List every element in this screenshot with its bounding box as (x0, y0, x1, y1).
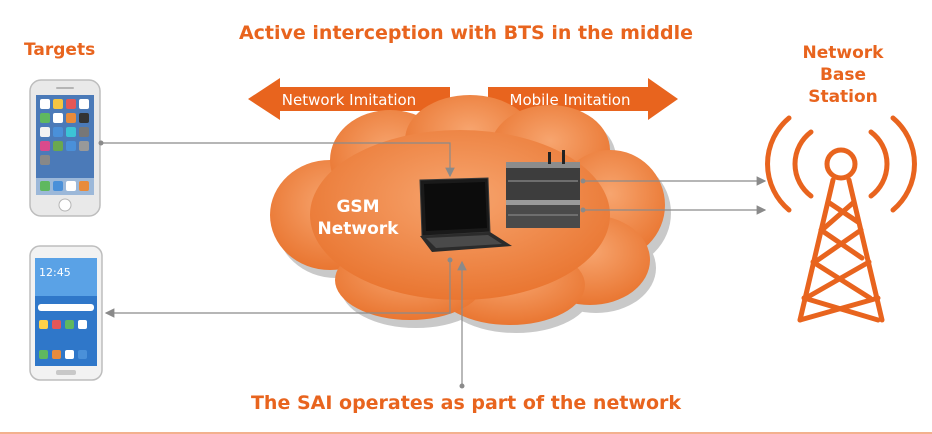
phone-time: 12:45 (39, 266, 71, 279)
connector-device-to-bts-lower (580, 205, 767, 215)
nbs-line-1: Network (802, 43, 884, 63)
connector-iphone-to-laptop (98, 140, 455, 178)
iphone-icon (29, 79, 101, 217)
cloud-line-1: GSM (336, 197, 379, 217)
network-imitation-arrow: Network Imitation (248, 78, 450, 120)
connector-laptop-to-android (104, 257, 453, 318)
sai-footer-label: The SAI operates as part of the network (250, 392, 682, 414)
network-imitation-label: Network Imitation (282, 91, 416, 109)
mobile-imitation-label: Mobile Imitation (510, 91, 631, 109)
android-phone-icon: 12:45 (29, 245, 103, 381)
cloud-line-2: Network (318, 219, 400, 239)
bottom-divider (0, 432, 932, 434)
nbs-line-3: Station (808, 87, 878, 107)
cell-tower-icon (765, 115, 917, 323)
connector-device-to-bts-upper (580, 176, 767, 186)
interception-device-icon (506, 150, 580, 228)
laptop-icon (419, 177, 512, 252)
page-title: Active interception with BTS in the midd… (238, 22, 694, 44)
network-base-station-label: Network Base Station (778, 42, 908, 108)
connector-sai-label (457, 260, 467, 389)
targets-label: Targets (24, 40, 96, 60)
nbs-line-2: Base (819, 65, 867, 85)
